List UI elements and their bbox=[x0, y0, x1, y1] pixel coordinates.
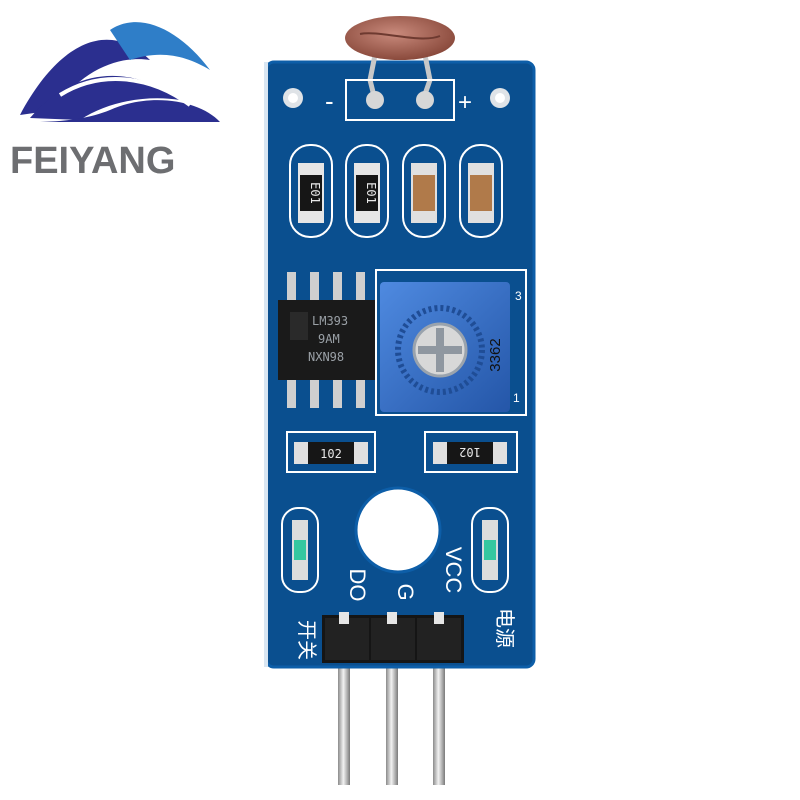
pot-pin-1: 1 bbox=[513, 391, 520, 405]
led-right bbox=[471, 507, 509, 593]
pin-gnd bbox=[386, 655, 398, 785]
led-left bbox=[281, 507, 319, 593]
resistor-top-2-code: E01 bbox=[364, 182, 378, 204]
pin-do bbox=[338, 655, 350, 785]
header-connector bbox=[322, 612, 464, 663]
potentiometer: 3362 3 1 bbox=[375, 269, 527, 416]
capacitor-2 bbox=[459, 144, 503, 238]
resistor-mid-1: 102 bbox=[286, 431, 376, 473]
chip-line-3: NXN98 bbox=[308, 350, 344, 364]
resistor-top-1: E01 bbox=[289, 144, 333, 238]
pot-pin-3: 3 bbox=[515, 289, 522, 303]
capacitor-1 bbox=[402, 144, 446, 238]
label-do: DO bbox=[345, 569, 370, 602]
header-pins bbox=[338, 655, 445, 785]
brand-logo-icon bbox=[20, 22, 220, 122]
chip-line-2: 9AM bbox=[318, 332, 340, 346]
resistor-mid-2-code: 102 bbox=[459, 445, 481, 459]
label-vcc: VCC bbox=[441, 547, 466, 594]
label-cn-left: 开关 bbox=[295, 620, 318, 660]
comparator-chip: LM393 9AM NXN98 bbox=[278, 272, 376, 408]
brand-name: FEIYANG bbox=[10, 140, 176, 182]
polarity-plus: + bbox=[458, 89, 472, 116]
resistor-top-1-code: E01 bbox=[308, 182, 322, 204]
resistor-mid-1-code: 102 bbox=[320, 447, 342, 461]
pin-vcc bbox=[433, 655, 445, 785]
mounting-holes bbox=[283, 88, 510, 574]
photoresistor bbox=[345, 16, 455, 109]
chip-line-1: LM393 bbox=[312, 314, 348, 328]
label-gnd: G bbox=[393, 583, 418, 600]
pot-label: 3362 bbox=[487, 338, 504, 371]
label-cn-right: 电源 bbox=[493, 608, 516, 648]
resistor-top-2: E01 bbox=[345, 144, 389, 238]
polarity-minus: - bbox=[325, 86, 334, 116]
resistor-mid-2: 102 bbox=[424, 431, 518, 473]
